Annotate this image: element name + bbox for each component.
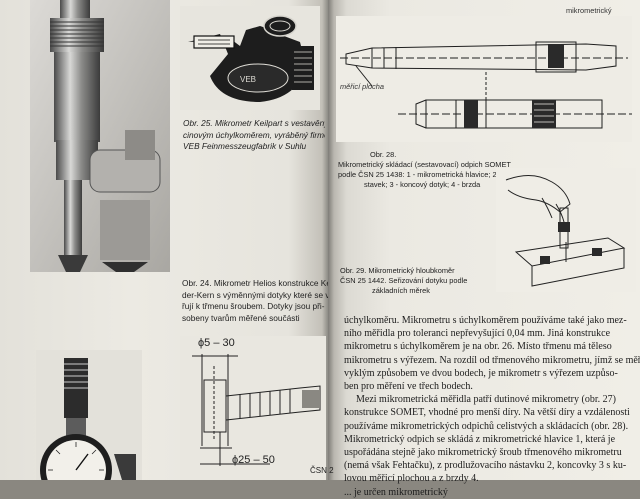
fig29-caption: Obr. 29. Mikrometrický hloubkoměr ČSN 25… xyxy=(340,266,500,296)
fig26-dim-bottom: ϕ25 – 50 xyxy=(232,454,275,466)
fig24-caption-line: der-Kern s výměnnými dotyky které se ve- xyxy=(182,289,328,300)
text-line: mikrometru s výřezem. Na rozdíl od třmen… xyxy=(344,354,640,366)
fig28-drawing xyxy=(336,16,632,142)
text-line: lovou měřicí plochou a z brzdy 4. xyxy=(344,473,479,485)
text-line: Mezi mikrometrická měřidla patří dutinov… xyxy=(356,394,616,406)
text-line: ního měřidla pro toleranci nepřevyšující… xyxy=(344,328,611,340)
fig26-drawing xyxy=(180,336,326,480)
text-line: (nemá však Fehtačku), z prodlužovacího n… xyxy=(344,460,627,472)
fig25-caption-line: cinovým úchylkoměrem, vyráběný firmou xyxy=(183,129,325,140)
fig29-drawing xyxy=(496,168,636,292)
fig25-caption: Obr. 25. Mikrometr Keilpart s vestavěným… xyxy=(183,118,325,153)
fig28-caption-number: Obr. 28. xyxy=(370,150,397,159)
text-line: používáme mikrometrických odpichů celist… xyxy=(344,420,629,432)
fig28-caption-line: podle ČSN 25 1438: 1 - mikrometrická hla… xyxy=(338,170,514,179)
text-line: ben pro měření ve třech bodech. xyxy=(344,381,473,393)
fig24-caption-line: sobeny tvarům měřené součásti xyxy=(182,312,300,323)
text-line: Mikrometrický odpich se skládá z mikrome… xyxy=(344,433,616,445)
fig24-caption-line: řují k třmenu šroubem. Dotyky jsou při- xyxy=(182,301,325,312)
paragraph: Mezi mikrometrická měřidla patří dutinov… xyxy=(344,393,640,499)
fig26-dim-top: ϕ5 – 30 xyxy=(198,337,235,349)
fig24-photo xyxy=(30,0,170,272)
paragraph: úchylkoměru. Mikrometru s úchylkoměrem p… xyxy=(344,314,640,393)
fig27-photo xyxy=(36,350,142,480)
fig24-caption-line: Obr. 24. Mikrometr Helios konstrukce Kei… xyxy=(182,278,328,288)
fig29-caption-line: základních měrek xyxy=(372,286,430,295)
svg-text:VEB: VEB xyxy=(240,75,256,84)
fig25-drawing: VEB xyxy=(180,6,320,110)
body-text: úchylkoměru. Mikrometru s úchylkoměrem p… xyxy=(344,314,640,499)
fig28-label-side: měřicí plocha xyxy=(340,82,384,91)
fig25-caption-line: Obr. 25. Mikrometr Keilpart s vestavěným xyxy=(183,118,325,128)
fig29-caption-line: ČSN 25 1442. Seřizování dotyku podle xyxy=(340,276,468,285)
text-line: mikrometru s úchylkoměrem je na obr. 26.… xyxy=(344,341,612,353)
fig25-caption-line: VEB Feinmesszeugfabrik v Suhlu xyxy=(183,141,307,152)
fig28-caption-line: Mikrometrický skládací (sestavovací) odp… xyxy=(338,160,511,169)
text-line: uspořádána stejně jako mikrometrický šro… xyxy=(344,447,622,459)
text-line: ... je určen mikrometrický xyxy=(344,486,448,498)
fig28-label-top: mikrometrický xyxy=(566,6,612,15)
fig29-caption-line: Obr. 29. Mikrometrický hloubkoměr xyxy=(340,266,455,275)
text-line: konstrukce SOMET, vhodné pro menší díry.… xyxy=(344,407,630,419)
fig24-caption: Obr. 24. Mikrometr Helios konstrukce Kei… xyxy=(182,278,328,324)
fig28-caption-line: stavek; 3 - koncový dotyk; 4 - brzda xyxy=(364,180,481,189)
text-line: vyklým způsobem ve dvou bodech, je mikro… xyxy=(344,367,618,379)
fig28-caption: Obr. 28. Mikrometrický skládací (sestavo… xyxy=(338,150,538,190)
text-line: úchylkoměru. Mikrometru s úchylkoměrem p… xyxy=(344,315,627,326)
fig26-csn-label: ČSN 2 xyxy=(310,466,334,475)
